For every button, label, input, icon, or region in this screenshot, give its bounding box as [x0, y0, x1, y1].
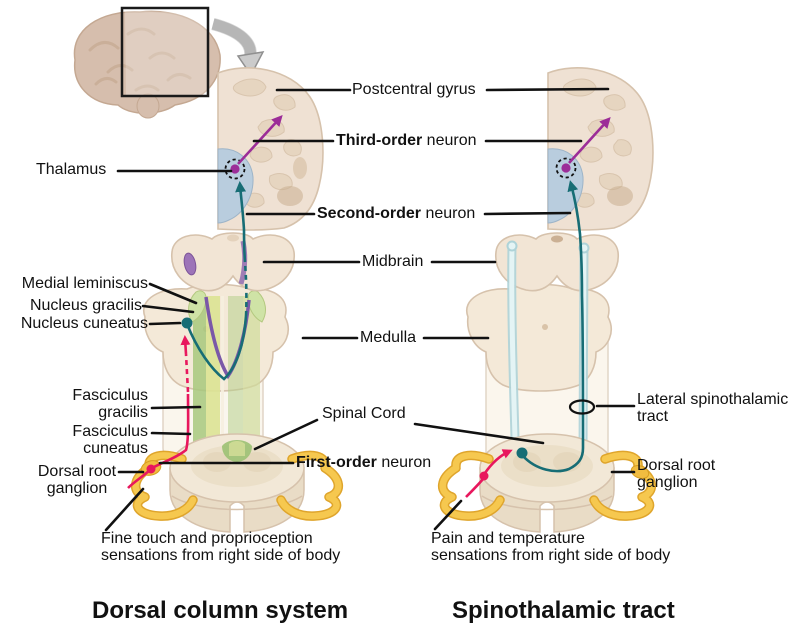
right-thalamus-soma — [561, 163, 571, 173]
label-drg-right-line1: Dorsal root — [637, 457, 716, 474]
label-first-order-neuron: First-order neuron — [296, 454, 432, 472]
label-midbrain: Midbrain — [362, 253, 424, 270]
label-third-order-rest: neuron — [422, 132, 477, 149]
left-spinal-cord-section — [169, 433, 305, 533]
right-nerve-roots — [438, 450, 656, 521]
label-lateral-spinothalamic-line1: Lateral spinothalamic — [637, 391, 789, 408]
first-order-pathway-right — [465, 449, 513, 498]
label-pain-temp-line1: Pain and temperature — [431, 530, 585, 547]
label-second-order-rest: neuron — [421, 205, 476, 222]
label-pain-temp-line2: sensations from right side of body — [431, 546, 671, 564]
dorsal-column-illustration — [127, 67, 343, 533]
fasciculus-columns — [193, 296, 260, 448]
label-medial-lemniscus: Medial leminiscus — [21, 275, 148, 292]
label-thalamus: Thalamus — [36, 161, 107, 178]
label-fasciculus-gracilis-line2: gracilis — [98, 403, 148, 421]
right-brain-section — [547, 67, 654, 231]
label-fasciculus-gracilis-line1: Fasciculus — [72, 387, 148, 404]
label-lateral-spinothalamic-line2: tract — [637, 407, 669, 425]
label-nucleus-gracilis: Nucleus gracilis — [29, 297, 142, 314]
left-ganglion-soma — [146, 464, 156, 474]
label-fasciculus-cuneatus-line1: Fasciculus — [72, 423, 148, 440]
label-lines — [104, 87, 636, 532]
spinothalamic-illustration — [438, 67, 656, 533]
right-ganglion-soma — [479, 471, 489, 481]
label-fine-touch-line2: sensations from right side of body — [101, 546, 341, 564]
label-drg-left-line1: Dorsal root — [37, 463, 117, 480]
label-pain-temperature: Pain and temperature sensations from rig… — [431, 530, 671, 564]
second-order-axon-right — [522, 180, 585, 473]
second-order-axon-left — [185, 315, 248, 381]
label-postcentral-gyrus: Postcentral gyrus — [352, 81, 476, 98]
right-dorsal-root-ganglion — [630, 465, 650, 479]
label-nucleus-cuneatus: Nucleus cuneatus — [20, 315, 148, 332]
dorsal-horn-soma — [516, 447, 528, 459]
label-third-order-bold: Third-order — [336, 132, 423, 149]
left-thalamus-soma — [230, 164, 240, 174]
label-dorsal-root-ganglion-right: Dorsal root ganglion — [637, 457, 716, 491]
label-fasciculus-cuneatus-line2: cuneatus — [83, 439, 148, 457]
right-spinal-cord-section — [479, 433, 615, 533]
label-fasciculus-gracilis: Fasciculus gracilis — [60, 387, 148, 421]
label-second-order-neuron: Second-order neuron — [317, 205, 476, 223]
left-brain-section — [217, 67, 324, 231]
title-spinothalamic-tract: Spinothalamic tract — [452, 597, 675, 624]
label-lateral-spinothalamic: Lateral spinothalamic tract — [637, 391, 789, 425]
third-order-axon-right — [568, 117, 611, 164]
nucleus-cuneatus-soma — [181, 317, 193, 329]
label-first-order-rest: neuron — [376, 454, 432, 471]
inset-arrow-icon — [211, 17, 265, 77]
label-medulla: Medulla — [360, 329, 417, 346]
left-midbrain — [171, 232, 295, 292]
label-fine-touch-line1: Fine touch and proprioception — [101, 530, 313, 547]
label-second-order-bold: Second-order — [317, 205, 422, 222]
label-dorsal-root-ganglion-left: Dorsal root ganglion — [32, 463, 122, 497]
label-first-order-bold: First-order — [296, 454, 377, 471]
midbrain-purple-nucleus — [183, 252, 197, 276]
title-dorsal-column-system: Dorsal column system — [92, 597, 349, 624]
label-drg-left-line2: ganglion — [46, 479, 108, 497]
label-third-order-neuron: Third-order neuron — [336, 132, 477, 150]
inset-zoom-rectangle — [120, 6, 210, 98]
label-spinal-cord: Spinal Cord — [322, 405, 406, 422]
label-fasciculus-cuneatus: Fasciculus cuneatus — [60, 423, 148, 457]
brain-inset — [73, 6, 265, 119]
tract-annotation-ellipse — [568, 399, 596, 415]
label-fine-touch: Fine touch and proprioception sensations… — [101, 530, 341, 564]
label-drg-right-line2: ganglion — [637, 473, 698, 491]
